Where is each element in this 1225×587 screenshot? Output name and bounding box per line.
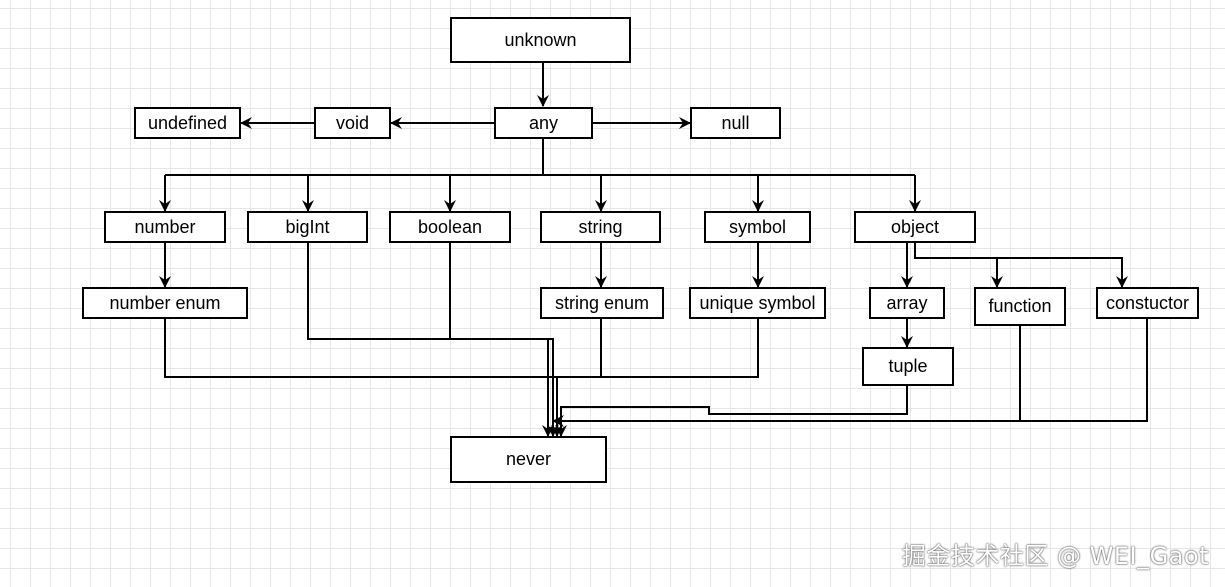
node-void: void <box>314 107 391 139</box>
node-bigint: bigInt <box>247 211 368 243</box>
edge-any-trunk <box>165 139 915 176</box>
node-unknown: unknown <box>450 17 631 63</box>
node-undefined: undefined <box>134 107 241 139</box>
node-never: never <box>450 436 607 483</box>
edge-object-function <box>914 243 1003 288</box>
node-number-enum: number enum <box>82 287 248 319</box>
node-tuple: tuple <box>862 347 954 386</box>
node-null: null <box>690 107 781 139</box>
edge-object-constructor <box>997 257 1128 288</box>
watermark: 掘金技术社区 @ WEI_Gaot <box>901 542 1209 570</box>
edge-constructor-never <box>1020 318 1148 422</box>
node-unique-symbol: unique symbol <box>689 287 826 319</box>
node-array: array <box>869 287 945 319</box>
node-constructor: constuctor <box>1096 287 1199 319</box>
node-any: any <box>494 107 593 139</box>
node-function: function <box>974 287 1066 326</box>
node-boolean: boolean <box>389 211 511 243</box>
edge-number-enum-never <box>164 318 563 437</box>
edge-bigint-never <box>307 243 554 437</box>
edge-unique-symbol-never <box>557 318 759 378</box>
node-object: object <box>854 211 976 243</box>
node-symbol: symbol <box>704 211 811 243</box>
edge-tuple-never <box>555 385 908 437</box>
node-string: string <box>540 211 661 243</box>
node-number: number <box>104 211 226 243</box>
edge-boolean-never <box>449 243 559 437</box>
node-string-enum: string enum <box>540 287 664 319</box>
